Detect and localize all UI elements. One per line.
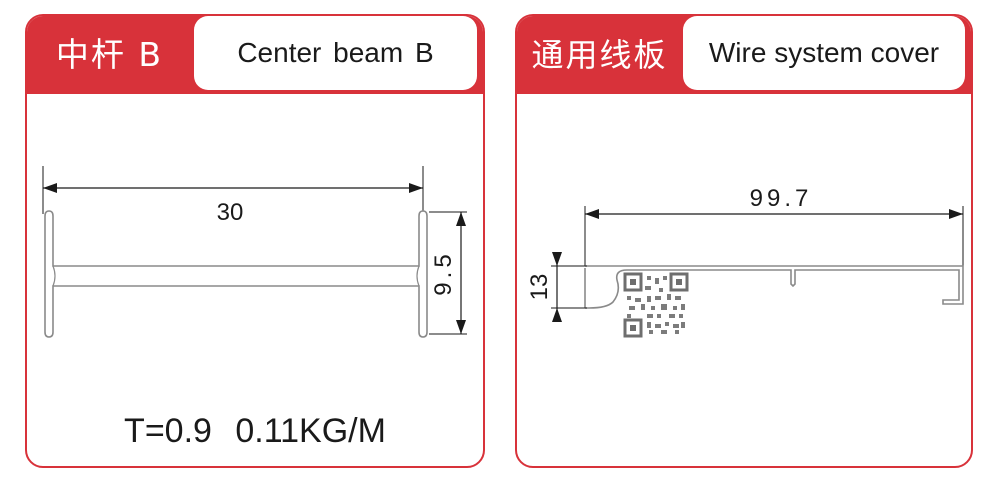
- arrow-head-right: [409, 183, 423, 193]
- arrow-head-top: [456, 212, 466, 226]
- wire-cover-drawing: 99.7 13: [526, 185, 964, 338]
- i-beam-fillet-right: [416, 265, 420, 287]
- arrow-head-right: [949, 209, 963, 219]
- title-chinese: 中杆 B: [55, 35, 164, 74]
- arrow-head-bottom: [552, 308, 562, 322]
- center-beam-drawing: 30 9.5: [42, 166, 467, 338]
- height-value: 13: [526, 274, 553, 301]
- arrow-head-bottom: [456, 320, 466, 334]
- product-card-wire-cover: 通用线板 Wire system cover 99.7 13: [515, 14, 973, 468]
- spec-thickness-weight: T=0.9 0.11KG/M: [124, 412, 386, 450]
- title-english: Center beam B: [194, 16, 477, 90]
- title-chinese: 通用线板: [531, 36, 668, 74]
- qr-code-icon: [623, 272, 689, 338]
- cover-profile: [585, 265, 964, 309]
- product-card-center-beam: 中杆 B Center beam B 30 9.5 T=0.9 0.11KG/M: [25, 14, 485, 468]
- card-header: 通用线板 Wire system cover: [517, 16, 971, 94]
- width-value: 30: [217, 199, 244, 226]
- arrow-head-left: [43, 183, 57, 193]
- i-beam-profile: [44, 210, 428, 338]
- arrow-head-left: [585, 209, 599, 219]
- arrow-head-top: [552, 252, 562, 266]
- i-beam-fillet-left: [52, 265, 56, 287]
- card-header: 中杆 B Center beam B: [27, 16, 483, 94]
- height-value: 9.5: [430, 250, 457, 295]
- title-english: Wire system cover: [683, 16, 965, 90]
- width-value: 99.7: [750, 185, 813, 212]
